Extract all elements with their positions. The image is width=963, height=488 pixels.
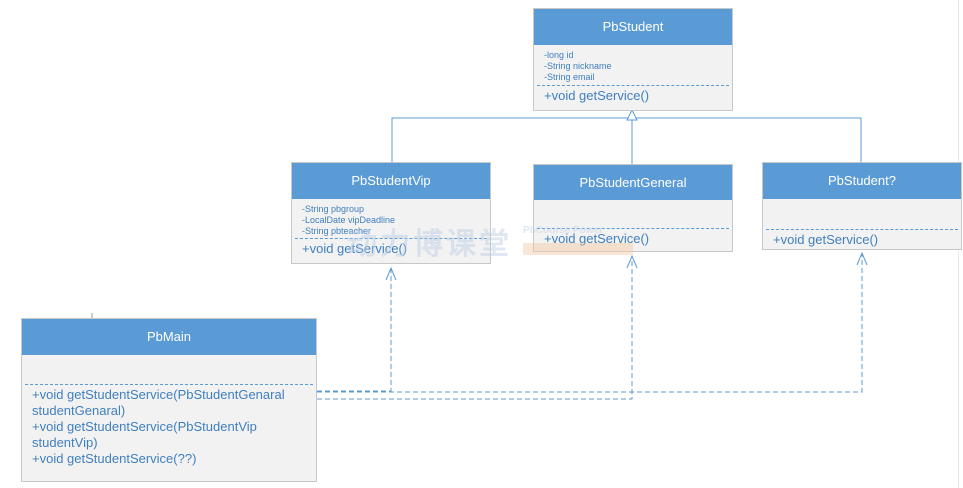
dependency-vip (317, 268, 392, 392)
operation: +void getService() (544, 88, 650, 103)
compartment-divider (537, 228, 729, 229)
operation-list: +void getStudentService(PbStudentGenaral… (22, 385, 316, 467)
class-name: PbStudentGeneral (534, 165, 732, 200)
attribute: -String email (544, 72, 595, 82)
inheritance-line (391, 117, 862, 162)
class-name: PbStudent? (763, 163, 961, 199)
compartment-divider (295, 238, 487, 239)
class-pbstudent[interactable]: PbStudent -long id -String nickname -Str… (533, 8, 733, 111)
class-name: PbStudentVip (292, 163, 490, 199)
dependency-general-arrow (626, 254, 638, 269)
operation-list: +void getService() (534, 86, 732, 104)
inheritance-arrowhead (626, 108, 638, 121)
operation-list: +void getService() (292, 239, 490, 257)
operation: +void getStudentService(??) (32, 451, 197, 466)
attribute-list (22, 355, 316, 384)
dependency-general (317, 256, 633, 400)
operation: studentGenaral) (32, 403, 126, 418)
operation: +void getService() (302, 241, 408, 256)
class-pbmain[interactable]: PbMain +void getStudentService(PbStudent… (21, 318, 317, 482)
compartment-divider (537, 85, 729, 86)
attribute: -String nickname (544, 61, 612, 71)
dependency-unknown (317, 253, 863, 393)
attribute: -String pbgroup (302, 204, 365, 214)
operation: studentVip) (32, 435, 98, 450)
compartment-divider (25, 384, 313, 385)
class-name: PbStudent (534, 9, 732, 45)
dependency-vip-arrow (385, 266, 397, 281)
class-pbstudentvip[interactable]: PbStudentVip -String pbgroup -LocalDate … (291, 162, 491, 264)
attribute-list (763, 199, 961, 229)
class-name: PbMain (22, 319, 316, 355)
class-pbstudent-unknown[interactable]: PbStudent? +void getService() (762, 162, 962, 250)
class-pbstudentgeneral[interactable]: PbStudentGeneral +void getService() (533, 164, 733, 252)
attribute-list: -String pbgroup -LocalDate vipDeadline -… (292, 199, 490, 237)
dependency-unknown-arrow (856, 251, 868, 266)
operation: +void getService() (773, 232, 879, 247)
operation: +void getService() (544, 231, 650, 246)
attribute: -LocalDate vipDeadline (302, 215, 396, 225)
operation: +void getStudentService(PbStudentGenaral (32, 387, 285, 402)
operation-list: +void getService() (534, 229, 732, 247)
operation-list: +void getService() (763, 230, 961, 248)
attribute: -long id (544, 50, 574, 60)
operation: +void getStudentService(PbStudentVip (32, 419, 257, 434)
attribute-list: -long id -String nickname -String email (534, 45, 732, 83)
attribute-list (534, 200, 732, 228)
attribute: -String pbteacher (302, 226, 372, 236)
compartment-divider (766, 229, 958, 230)
